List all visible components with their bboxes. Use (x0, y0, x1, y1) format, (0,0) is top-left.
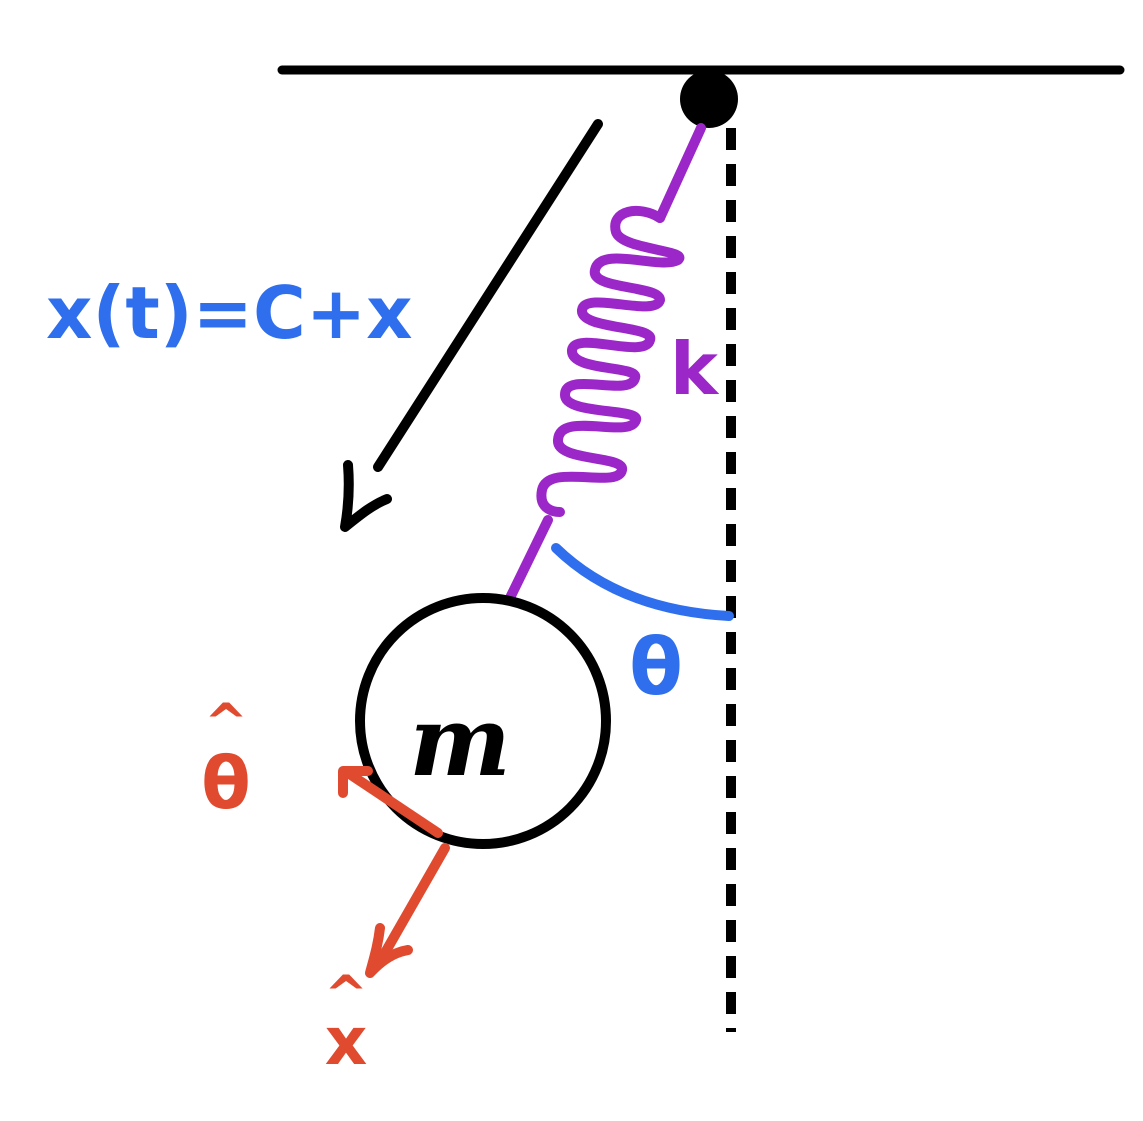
mass-circle (355, 593, 611, 849)
spring (503, 123, 706, 607)
unit-vector-theta-symbol: θ (201, 741, 250, 825)
unit-vector-theta-hat: ^ (204, 693, 248, 753)
unit-vector-x-hat: ^ (324, 965, 368, 1025)
pivot-icon (680, 70, 738, 128)
position-equation: x(t)=C+x (46, 271, 413, 355)
angle-arc (551, 543, 734, 621)
angle-label: θ (629, 623, 683, 713)
arrow-up-left-icon (338, 766, 443, 838)
arrow-down-left-icon (365, 843, 450, 978)
svg-text:k: k (670, 327, 720, 411)
spring-constant-label: k (670, 327, 720, 411)
arrow-down-left-icon (340, 119, 603, 532)
mass-label: m (409, 685, 511, 798)
unit-vector-x-symbol: x (325, 1003, 368, 1080)
